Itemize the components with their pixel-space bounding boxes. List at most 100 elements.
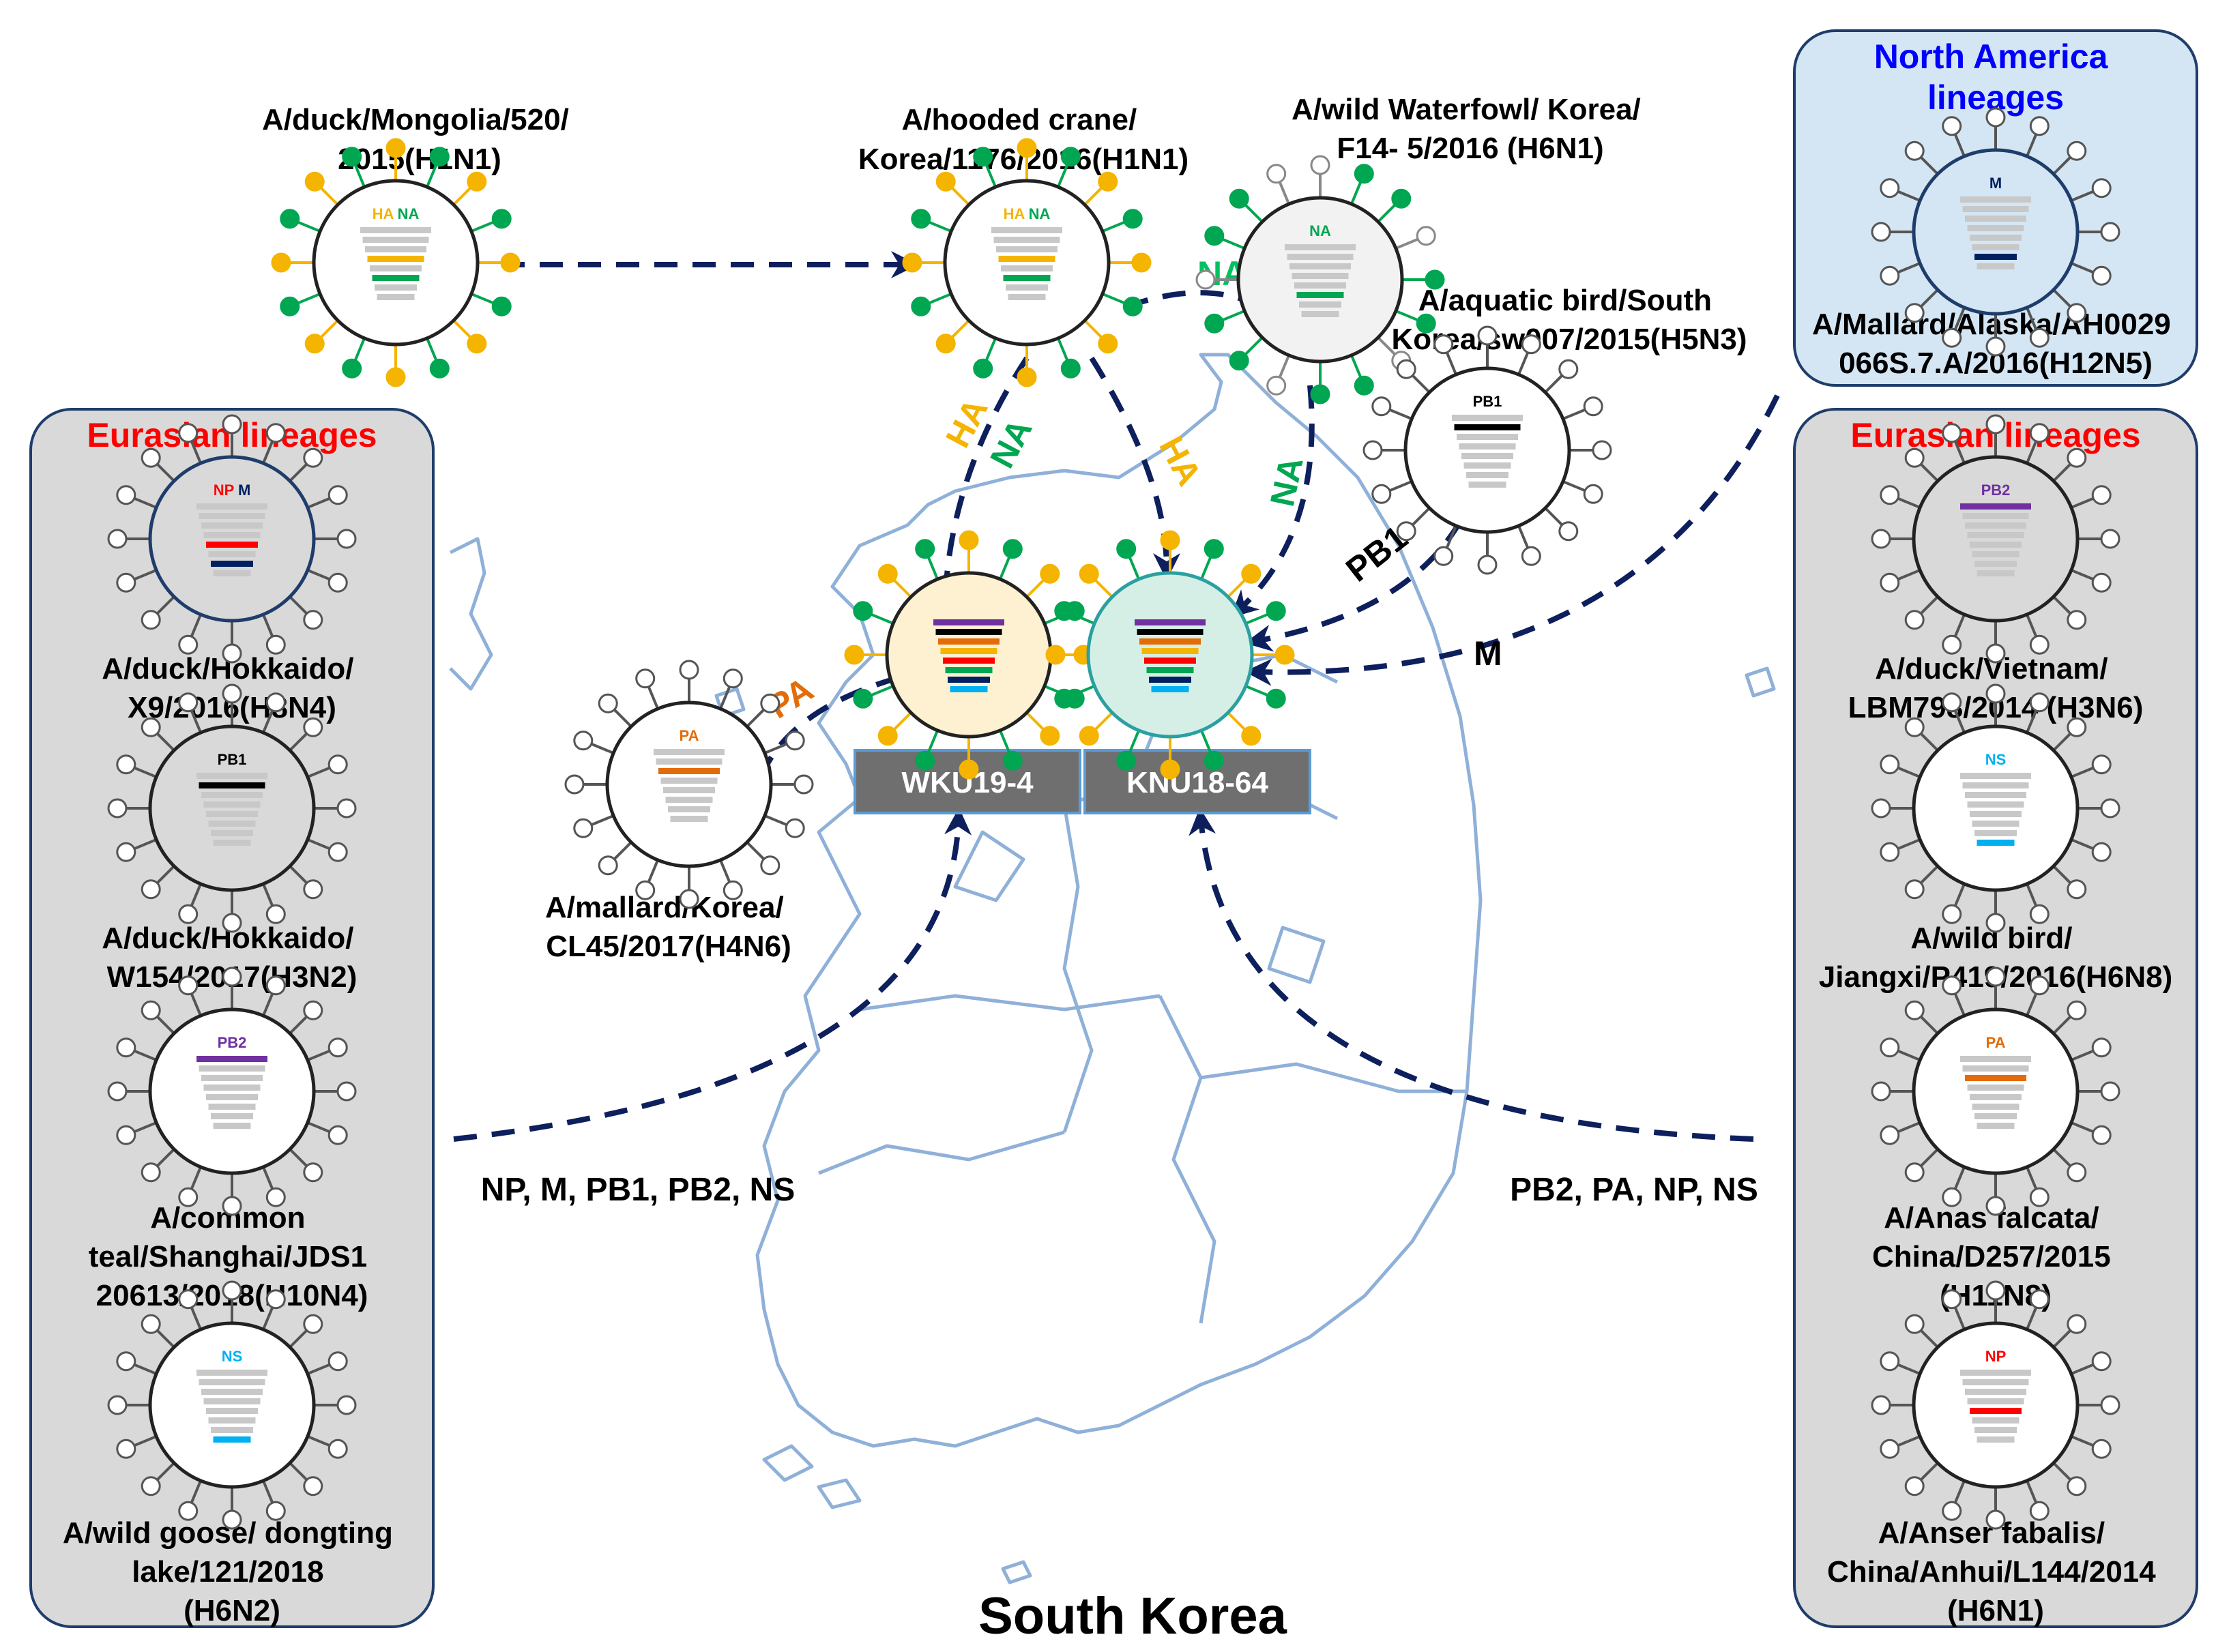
spike-stalk (1200, 730, 1213, 755)
spike-head (2100, 222, 2120, 242)
spike-head (2029, 975, 2050, 996)
province-border (953, 830, 1025, 902)
segment-tag: M (1989, 175, 2002, 192)
spike-head (1880, 1125, 1900, 1145)
spike-head (2067, 141, 2087, 161)
spike-head (303, 1476, 323, 1496)
spike-head (1942, 1187, 1962, 1207)
genome-segment-pb2 (1452, 415, 1523, 421)
genome-segment-pb1 (1962, 1379, 2029, 1385)
spike-head (1880, 1351, 1900, 1372)
spike-stalk (471, 220, 496, 233)
spike-head (2091, 265, 2112, 286)
spike-head (1592, 440, 1612, 460)
virus-waterfowl: NA (1195, 155, 1445, 404)
genome-segment-ns (213, 1436, 251, 1443)
genome-segment-pb1 (935, 629, 1002, 635)
arrow-label-ha-mid: HA (1152, 430, 1208, 492)
spike-head (467, 334, 487, 354)
spike-head (303, 717, 323, 737)
spike-head (304, 334, 325, 354)
spike-stalk (2026, 132, 2039, 157)
spike-stalk (132, 1435, 157, 1448)
spike-head (723, 880, 743, 900)
spike-stalk (611, 707, 632, 728)
spike-stalk (189, 439, 202, 464)
spike-head (178, 1501, 199, 1521)
spike-head (1266, 375, 1287, 396)
spike-stalk (2026, 614, 2039, 639)
spike-head (1985, 1196, 2006, 1216)
spike-head (1433, 546, 1454, 566)
spike-stalk (1057, 162, 1070, 188)
virion-envelope (1912, 148, 2080, 316)
segment-tag: PB1 (218, 751, 247, 768)
genome-segment-pb2 (933, 619, 1004, 625)
spike-stalk (2071, 1362, 2096, 1375)
spike-stalk (307, 569, 332, 582)
spike-head (2100, 529, 2120, 549)
genome-segment-ha (1967, 532, 2024, 538)
spike-stalk (262, 439, 275, 464)
genome-segment-m (211, 561, 253, 567)
spike-stalk (2026, 883, 2039, 909)
genome-segment-pa (658, 768, 720, 774)
spike-head (853, 688, 873, 709)
spike-head (760, 855, 781, 876)
spike-head (2067, 1314, 2087, 1334)
spike-stalk (2071, 569, 2096, 582)
virion-envelope (1403, 366, 1571, 534)
genome-segment-pb2 (1960, 503, 2031, 510)
genome-segment-m (1974, 830, 2017, 836)
spike-stalk (189, 614, 202, 639)
spike-stalk (318, 319, 339, 340)
spike-head (2091, 842, 2112, 862)
genome-segment-pa (201, 1389, 263, 1395)
spike-stalk (926, 730, 939, 755)
segment-tag-part: PA (680, 727, 699, 744)
genome-segment-np (1970, 1408, 2022, 1414)
spike-stalk (1102, 220, 1127, 233)
spike-stalk (2071, 189, 2096, 202)
spike-head (222, 967, 242, 987)
spike-head (116, 1439, 136, 1459)
spike-stalk (2026, 708, 2039, 733)
spike-stalk (132, 496, 157, 509)
genome-segment-pa (996, 246, 1058, 252)
spike-head (107, 529, 128, 549)
spike-head (2067, 879, 2087, 900)
segment-tag: PA (1986, 1034, 2006, 1051)
virion-envelope (1912, 1007, 2080, 1175)
province-border (859, 994, 1161, 1012)
spike-head (1116, 539, 1137, 559)
virus-common-teal: PB2 (107, 967, 357, 1216)
spike-head (141, 717, 161, 737)
spike-stalk (426, 338, 439, 363)
genome-segment-pa (365, 246, 426, 252)
spike-head (1985, 643, 2006, 664)
spike-stalk (1227, 711, 1248, 733)
spike-stalk (2052, 1014, 2073, 1035)
spike-stalk (1410, 507, 1431, 528)
spike-head (679, 889, 699, 909)
spike-head (1160, 530, 1180, 550)
spike-head (1880, 178, 1900, 198)
spike-head (327, 842, 348, 862)
spike-head (1060, 147, 1081, 167)
spike-head (1354, 375, 1374, 396)
genome-segment-ha (1459, 443, 1516, 449)
spike-stalk (2052, 595, 2073, 617)
spike-stalk (589, 741, 614, 754)
genome-segment-na (208, 1417, 256, 1424)
spike-head (327, 1125, 348, 1145)
spike-head (1122, 209, 1143, 229)
genome-segment-pb2 (1960, 773, 2031, 779)
spike-stalk (1953, 307, 1966, 332)
label-line: F14- 5/2016 (H6N1) (1337, 132, 1603, 165)
genome-segment-pb2 (1960, 1056, 2031, 1062)
genome-segment-ns (1977, 263, 2015, 269)
genome-segment-pb2 (1960, 1370, 2031, 1376)
spike-stalk (1220, 310, 1245, 323)
arrow-waterfowl-to-knu (1230, 385, 1315, 618)
